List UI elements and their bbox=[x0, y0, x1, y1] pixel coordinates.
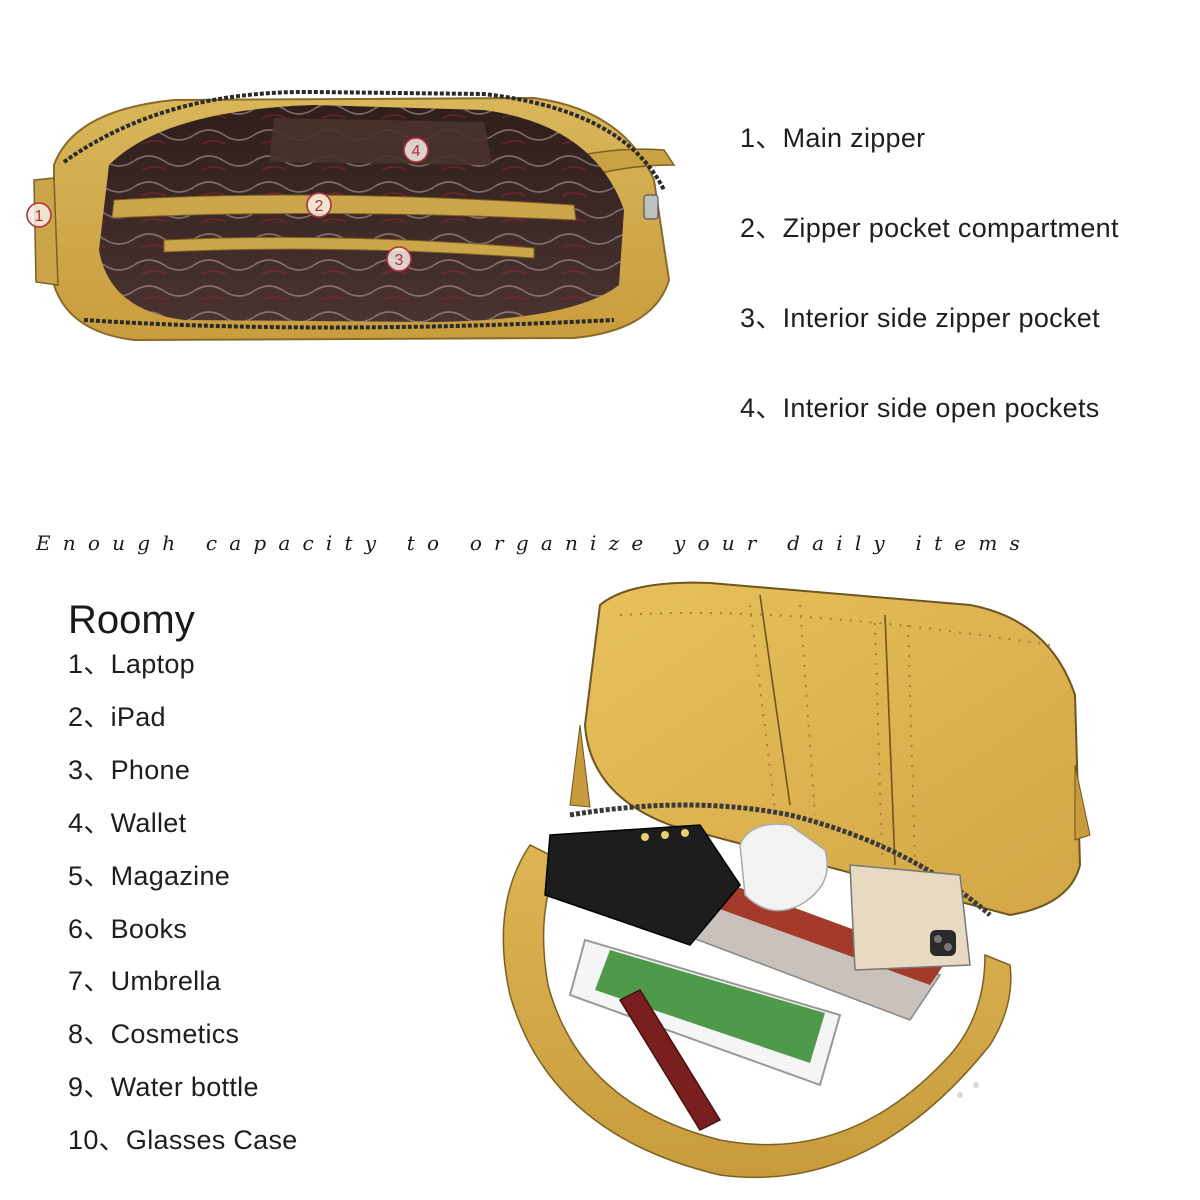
roomy-item-laptop: 1、Laptop bbox=[68, 649, 195, 679]
roomy-item-glasses-case: 10、Glasses Case bbox=[68, 1125, 298, 1155]
svg-text:2: 2 bbox=[315, 198, 324, 215]
roomy-item-ipad: 2、iPad bbox=[68, 702, 166, 732]
svg-text:1: 1 bbox=[35, 208, 44, 225]
callout-3: 3 bbox=[386, 246, 412, 272]
roomy-item-phone: 3、Phone bbox=[68, 755, 191, 785]
feature-main-zipper: 1、Main zipper bbox=[740, 123, 926, 153]
bag-contents-photo bbox=[490, 575, 1110, 1185]
shoulder-strap bbox=[502, 844, 1012, 1179]
callout-2: 2 bbox=[306, 192, 332, 218]
roomy-item-wallet: 4、Wallet bbox=[68, 808, 187, 838]
wallet-item bbox=[544, 824, 741, 946]
main-zipper bbox=[62, 89, 666, 191]
callout-1: 1 bbox=[26, 202, 52, 228]
roomy-item-cosmetics: 8、Cosmetics bbox=[68, 1019, 240, 1049]
water-bottle-item bbox=[739, 823, 828, 912]
roomy-item-magazine: 5、Magazine bbox=[68, 861, 231, 891]
roomy-heading: Roomy bbox=[68, 598, 195, 642]
roomy-item-umbrella: 7、Umbrella bbox=[68, 966, 222, 996]
feature-zipper-pocket-compartment: 2、Zipper pocket compartment bbox=[740, 213, 1119, 243]
roomy-item-books: 6、Books bbox=[68, 914, 188, 944]
capacity-tagline: Enough capacity to organize your daily i… bbox=[36, 531, 1032, 555]
cosmetics-item bbox=[618, 989, 722, 1131]
svg-text:3: 3 bbox=[395, 252, 404, 269]
tablet-item bbox=[568, 938, 842, 1087]
callout-4: 4 bbox=[403, 137, 429, 163]
feature-interior-side-open-pockets: 4、Interior side open pockets bbox=[740, 393, 1100, 423]
roomy-item-water-bottle: 9、Water bottle bbox=[68, 1072, 259, 1102]
feature-interior-side-zipper-pocket: 3、Interior side zipper pocket bbox=[740, 303, 1100, 333]
bag-interior-photo: 1 2 3 4 bbox=[14, 70, 704, 370]
svg-text:4: 4 bbox=[412, 143, 421, 160]
phone-item bbox=[849, 864, 971, 971]
